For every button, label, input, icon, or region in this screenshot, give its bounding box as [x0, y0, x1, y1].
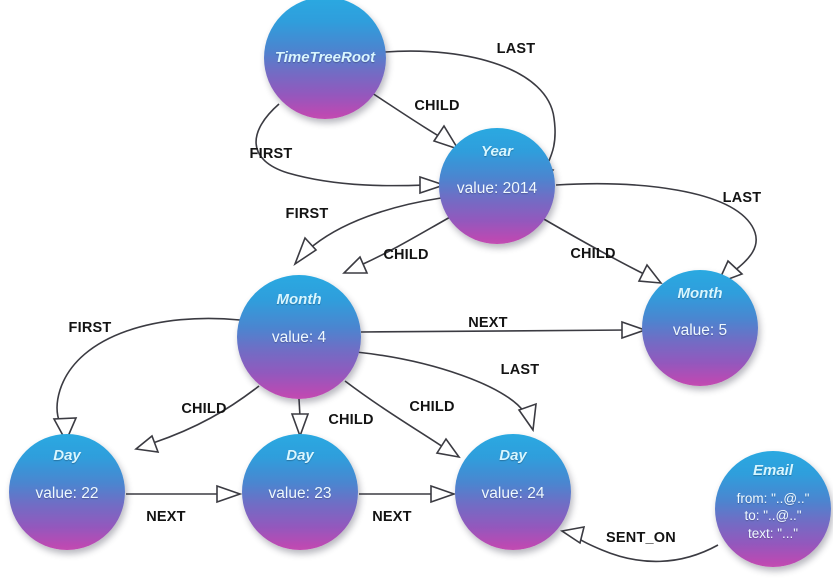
- node-prop-text: text: "...": [747, 526, 799, 542]
- node-value: value: 4: [271, 328, 327, 346]
- node-value: value: 23: [268, 484, 332, 502]
- edge-label-first-year-month4: FIRST: [285, 206, 329, 222]
- node-value: value: 5: [672, 321, 728, 339]
- node-title: TimeTreeRoot: [274, 48, 376, 66]
- node-day-22[interactable]: Day value: 22: [9, 434, 125, 550]
- edge-label-child-month4-day23: CHILD: [328, 412, 374, 428]
- edge-first-month4-to-day22[interactable]: [52, 317, 241, 443]
- edge-child-root-to-year[interactable]: [371, 92, 460, 151]
- edge-child-year-to-month5[interactable]: [541, 217, 663, 284]
- edge-label-child-root-year: CHILD: [414, 98, 460, 114]
- node-title: Year: [481, 143, 513, 160]
- edge-next-month4-to-month5[interactable]: [360, 320, 648, 340]
- node-title: Month: [276, 291, 322, 308]
- edge-child-month4-to-day23[interactable]: [290, 398, 310, 439]
- edge-first-year-to-month4[interactable]: [293, 197, 442, 267]
- node-month-4[interactable]: Month value: 4: [237, 275, 361, 399]
- edge-label-next-month4-month5: NEXT: [468, 315, 508, 331]
- edge-child-month4-to-day24[interactable]: [344, 380, 461, 459]
- edge-first-root-to-year[interactable]: [255, 103, 447, 195]
- edge-label-last-month4-day24: LAST: [500, 362, 540, 378]
- edge-child-year-to-month4[interactable]: [342, 215, 453, 274]
- edge-label-first-root-year: FIRST: [249, 146, 293, 162]
- edge-label-next-day23-day24: NEXT: [372, 509, 412, 525]
- edge-label-child-month4-day24: CHILD: [409, 399, 455, 415]
- edge-sent-on-email-to-day24[interactable]: [559, 525, 719, 563]
- node-value: value: 24: [481, 484, 545, 502]
- node-value: value: 22: [35, 484, 99, 502]
- edge-label-first-month4-day22: FIRST: [68, 320, 112, 336]
- node-timetreeroot[interactable]: TimeTreeRoot: [264, 0, 386, 119]
- node-month-5[interactable]: Month value: 5: [642, 270, 758, 386]
- node-prop-to: to: "..@..": [744, 508, 802, 524]
- edge-next-day23-to-day24[interactable]: [359, 484, 457, 504]
- node-day-24[interactable]: Day value: 24: [455, 434, 571, 550]
- node-title: Month: [677, 285, 723, 302]
- node-title: Day: [53, 447, 81, 464]
- edge-label-next-day22-day23: NEXT: [146, 509, 186, 525]
- edge-label-sent-on: SENT_ON: [606, 530, 676, 546]
- edge-next-day22-to-day23[interactable]: [126, 484, 243, 504]
- edge-label-child-month4-day22: CHILD: [181, 401, 227, 417]
- node-value: value: 2014: [456, 179, 538, 197]
- edge-label-child-year-month5: CHILD: [570, 246, 616, 262]
- node-title: Email: [752, 462, 794, 479]
- node-year-2014[interactable]: Year value: 2014: [439, 128, 555, 244]
- edge-label-child-year-month4: CHILD: [383, 247, 429, 263]
- edge-child-month4-to-day22[interactable]: [134, 385, 260, 453]
- node-day-23[interactable]: Day value: 23: [242, 434, 358, 550]
- edge-label-last-year-month5: LAST: [722, 190, 762, 206]
- edge-last-month4-to-day24[interactable]: [355, 351, 537, 433]
- node-title: Day: [499, 447, 527, 464]
- node-prop-from: from: "..@..": [736, 490, 810, 506]
- node-email[interactable]: Email from: "..@.." to: "..@.." text: ".…: [715, 451, 831, 567]
- node-title: Day: [286, 447, 314, 464]
- edge-label-last-root-year: LAST: [496, 41, 536, 57]
